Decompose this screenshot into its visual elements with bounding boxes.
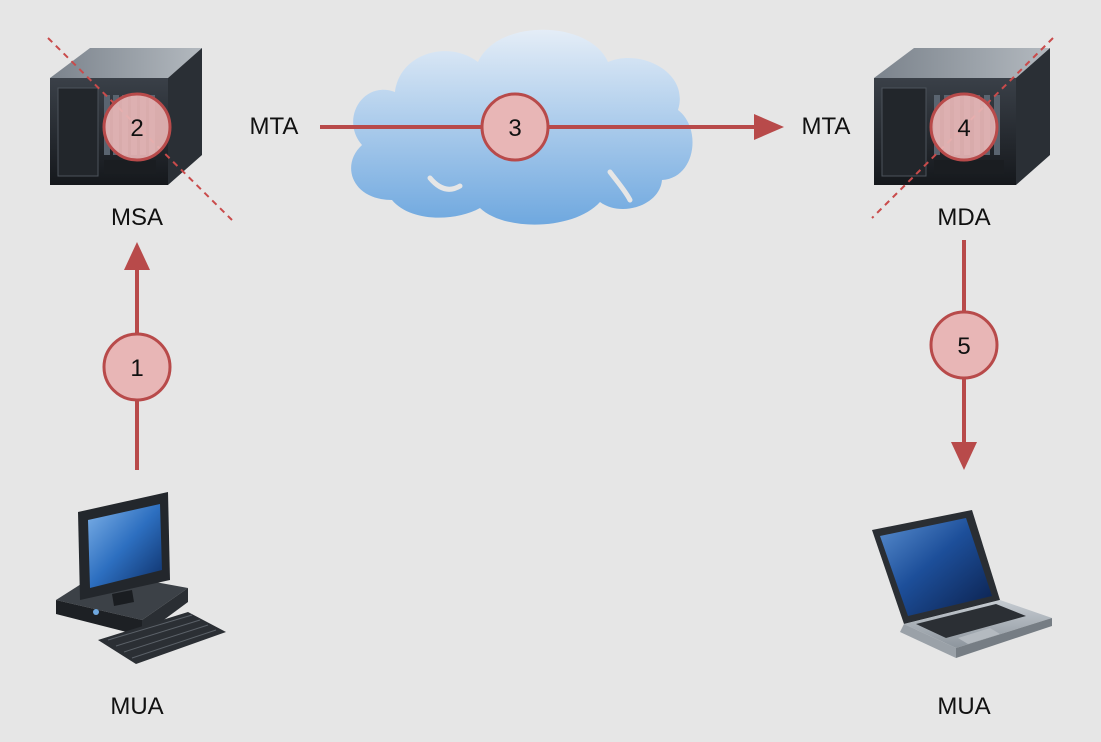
step-1-badge: 1 [102, 332, 172, 402]
desktop-computer-icon [56, 492, 226, 664]
step-1-number: 1 [130, 355, 143, 382]
mua-sender-label: MUA [110, 693, 164, 720]
msa-label: MSA [110, 204, 164, 231]
step-2-badge: 2 [102, 92, 172, 162]
step-3-number: 3 [508, 115, 521, 142]
step-4-number: 4 [957, 115, 970, 142]
mta-receiver-label: MTA [801, 113, 851, 140]
mta-sender-label: MTA [249, 113, 299, 140]
step-5-number: 5 [957, 333, 970, 360]
laptop-icon [872, 510, 1052, 658]
mua-receiver-label: MUA [937, 693, 991, 720]
step-5-badge: 5 [929, 310, 999, 380]
mda-dashed-line [871, 37, 1054, 219]
mda-label: MDA [937, 204, 991, 231]
step-4-badge: 4 [929, 92, 999, 162]
step-3-badge: 3 [480, 92, 550, 162]
step-2-number: 2 [130, 115, 143, 142]
